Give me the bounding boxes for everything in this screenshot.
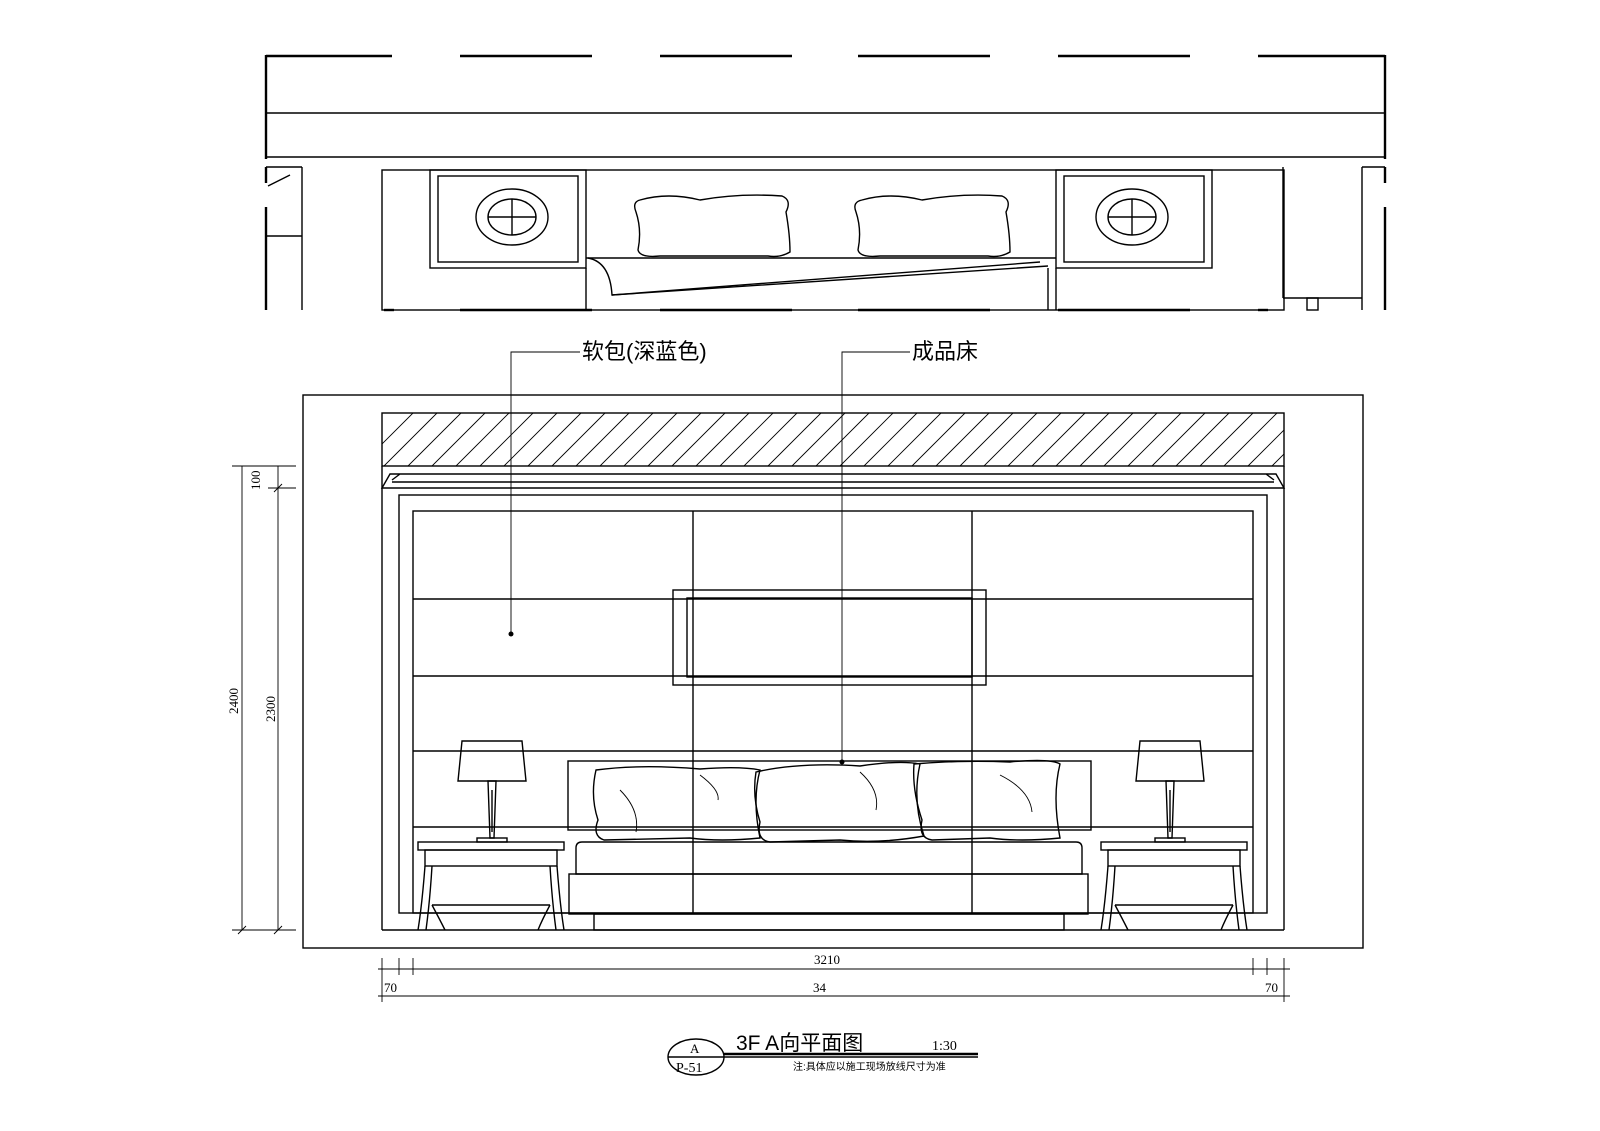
- label-finished-bed: 成品床: [912, 339, 978, 364]
- hatch-line: [1151, 413, 1206, 466]
- dim-right-70: 70: [1265, 980, 1278, 995]
- bed-foot-plinth: [593, 913, 1065, 931]
- hatch-line: [599, 413, 654, 466]
- hatch-line: [455, 413, 510, 466]
- ceiling-hatch-band: [381, 412, 1285, 467]
- hatch-line: [959, 413, 1014, 466]
- wall-art-frame-inner: [686, 597, 973, 678]
- hatch-line: [719, 413, 774, 466]
- hatch-line: [1007, 413, 1062, 466]
- hatch-line: [671, 413, 726, 466]
- hatch-line: [527, 413, 582, 466]
- hatch-line: [383, 413, 438, 466]
- hatch-line: [791, 413, 846, 466]
- hatch-line: [1031, 413, 1086, 466]
- hatch-line: [1175, 413, 1230, 466]
- hatch-line: [911, 413, 966, 466]
- hatch-line: [815, 413, 870, 466]
- leader-dot-soft-panel: [508, 631, 514, 637]
- hatch-line: [839, 413, 894, 466]
- plan-headboard-wall: [381, 169, 1285, 311]
- hatch-line: [1103, 413, 1158, 466]
- drawing-scale: 1:30: [932, 1039, 957, 1054]
- hatch-line: [1247, 429, 1284, 466]
- soft-panel-grid: [413, 511, 1253, 913]
- hatch-line: [1223, 413, 1278, 466]
- dim-2300: 2300: [263, 696, 278, 722]
- bed-pillow-right: [912, 759, 1061, 841]
- hatch-line: [503, 413, 558, 466]
- section-symbol-sheet: P-51: [676, 1061, 702, 1076]
- label-soft-panel: 软包(深蓝色): [582, 339, 707, 364]
- dim-3450: 34: [813, 980, 827, 995]
- ceiling-hatch: [382, 413, 1349, 466]
- hatch-line: [647, 413, 702, 466]
- plan-nightstand-left: [429, 169, 587, 269]
- hatch-line: [575, 413, 630, 466]
- panel-frame-inner: [412, 510, 1254, 914]
- leader-finished-bed: [841, 351, 910, 762]
- dim-3210: 3210: [814, 952, 840, 967]
- leader-dot-finished-bed: [839, 759, 845, 765]
- hatch-line: [1079, 413, 1134, 466]
- hatch-line: [863, 413, 918, 466]
- plan-left-door: [264, 166, 303, 310]
- plan-nightstand-right: [1055, 169, 1213, 269]
- lamp-left: [457, 740, 527, 843]
- bed-headboard: [567, 760, 1092, 831]
- section-symbol-letter: A: [690, 1041, 700, 1056]
- plan-pillow-left: [633, 194, 791, 258]
- hatch-line: [623, 413, 678, 466]
- crown-molding: [380, 473, 1286, 489]
- wall-art-frame-outer: [672, 589, 987, 686]
- elevation-view: [302, 394, 1364, 949]
- dim-2400: 2400: [226, 688, 241, 714]
- nightstand-right: [1100, 841, 1248, 931]
- plan-bed: [585, 194, 1057, 310]
- annotations: 软包(深蓝色) 成品床: [508, 339, 978, 765]
- hatch-line: [1199, 413, 1254, 466]
- hatch-line: [382, 413, 414, 445]
- plan-right-door: [1282, 166, 1387, 311]
- hatch-line: [1055, 413, 1110, 466]
- hatch-line: [407, 413, 462, 466]
- title-block: A P-51 3F A向平面图 1:30 注:具体应以施工现场放线尺寸为准: [667, 1032, 978, 1076]
- bed-pillow-left: [592, 766, 761, 841]
- drawing-note: 注:具体应以施工现场放线尺寸为准: [793, 1060, 946, 1073]
- drawing-title: 3F A向平面图: [736, 1032, 863, 1055]
- dim-100: 100: [248, 471, 263, 491]
- hatch-line: [983, 413, 1038, 466]
- plan-pillow-right: [854, 194, 1011, 258]
- horizontal-dimensions: 3210 34 70 70: [378, 952, 1290, 1002]
- elevation-outer-frame: [302, 394, 1364, 949]
- hatch-line: [1296, 413, 1349, 466]
- vertical-dimensions: 100 2400 2300: [226, 465, 296, 935]
- hatch-line: [479, 413, 534, 466]
- leader-soft-panel: [510, 351, 580, 634]
- hatch-line: [935, 413, 990, 466]
- dim-left-70: 70: [384, 980, 397, 995]
- hatch-line: [695, 413, 750, 466]
- bed-mattress: [575, 841, 1083, 875]
- bed-base: [568, 873, 1089, 915]
- hatch-line: [551, 413, 606, 466]
- hatch-line: [767, 413, 822, 466]
- hatch-line: [1271, 453, 1284, 466]
- hatch-line: [1127, 413, 1182, 466]
- hatch-line: [743, 413, 798, 466]
- hatch-line: [431, 413, 486, 466]
- elevation-bed: [567, 759, 1092, 931]
- hatch-line: [887, 413, 942, 466]
- plan-view: [264, 54, 1387, 312]
- nightstand-left: [417, 841, 565, 931]
